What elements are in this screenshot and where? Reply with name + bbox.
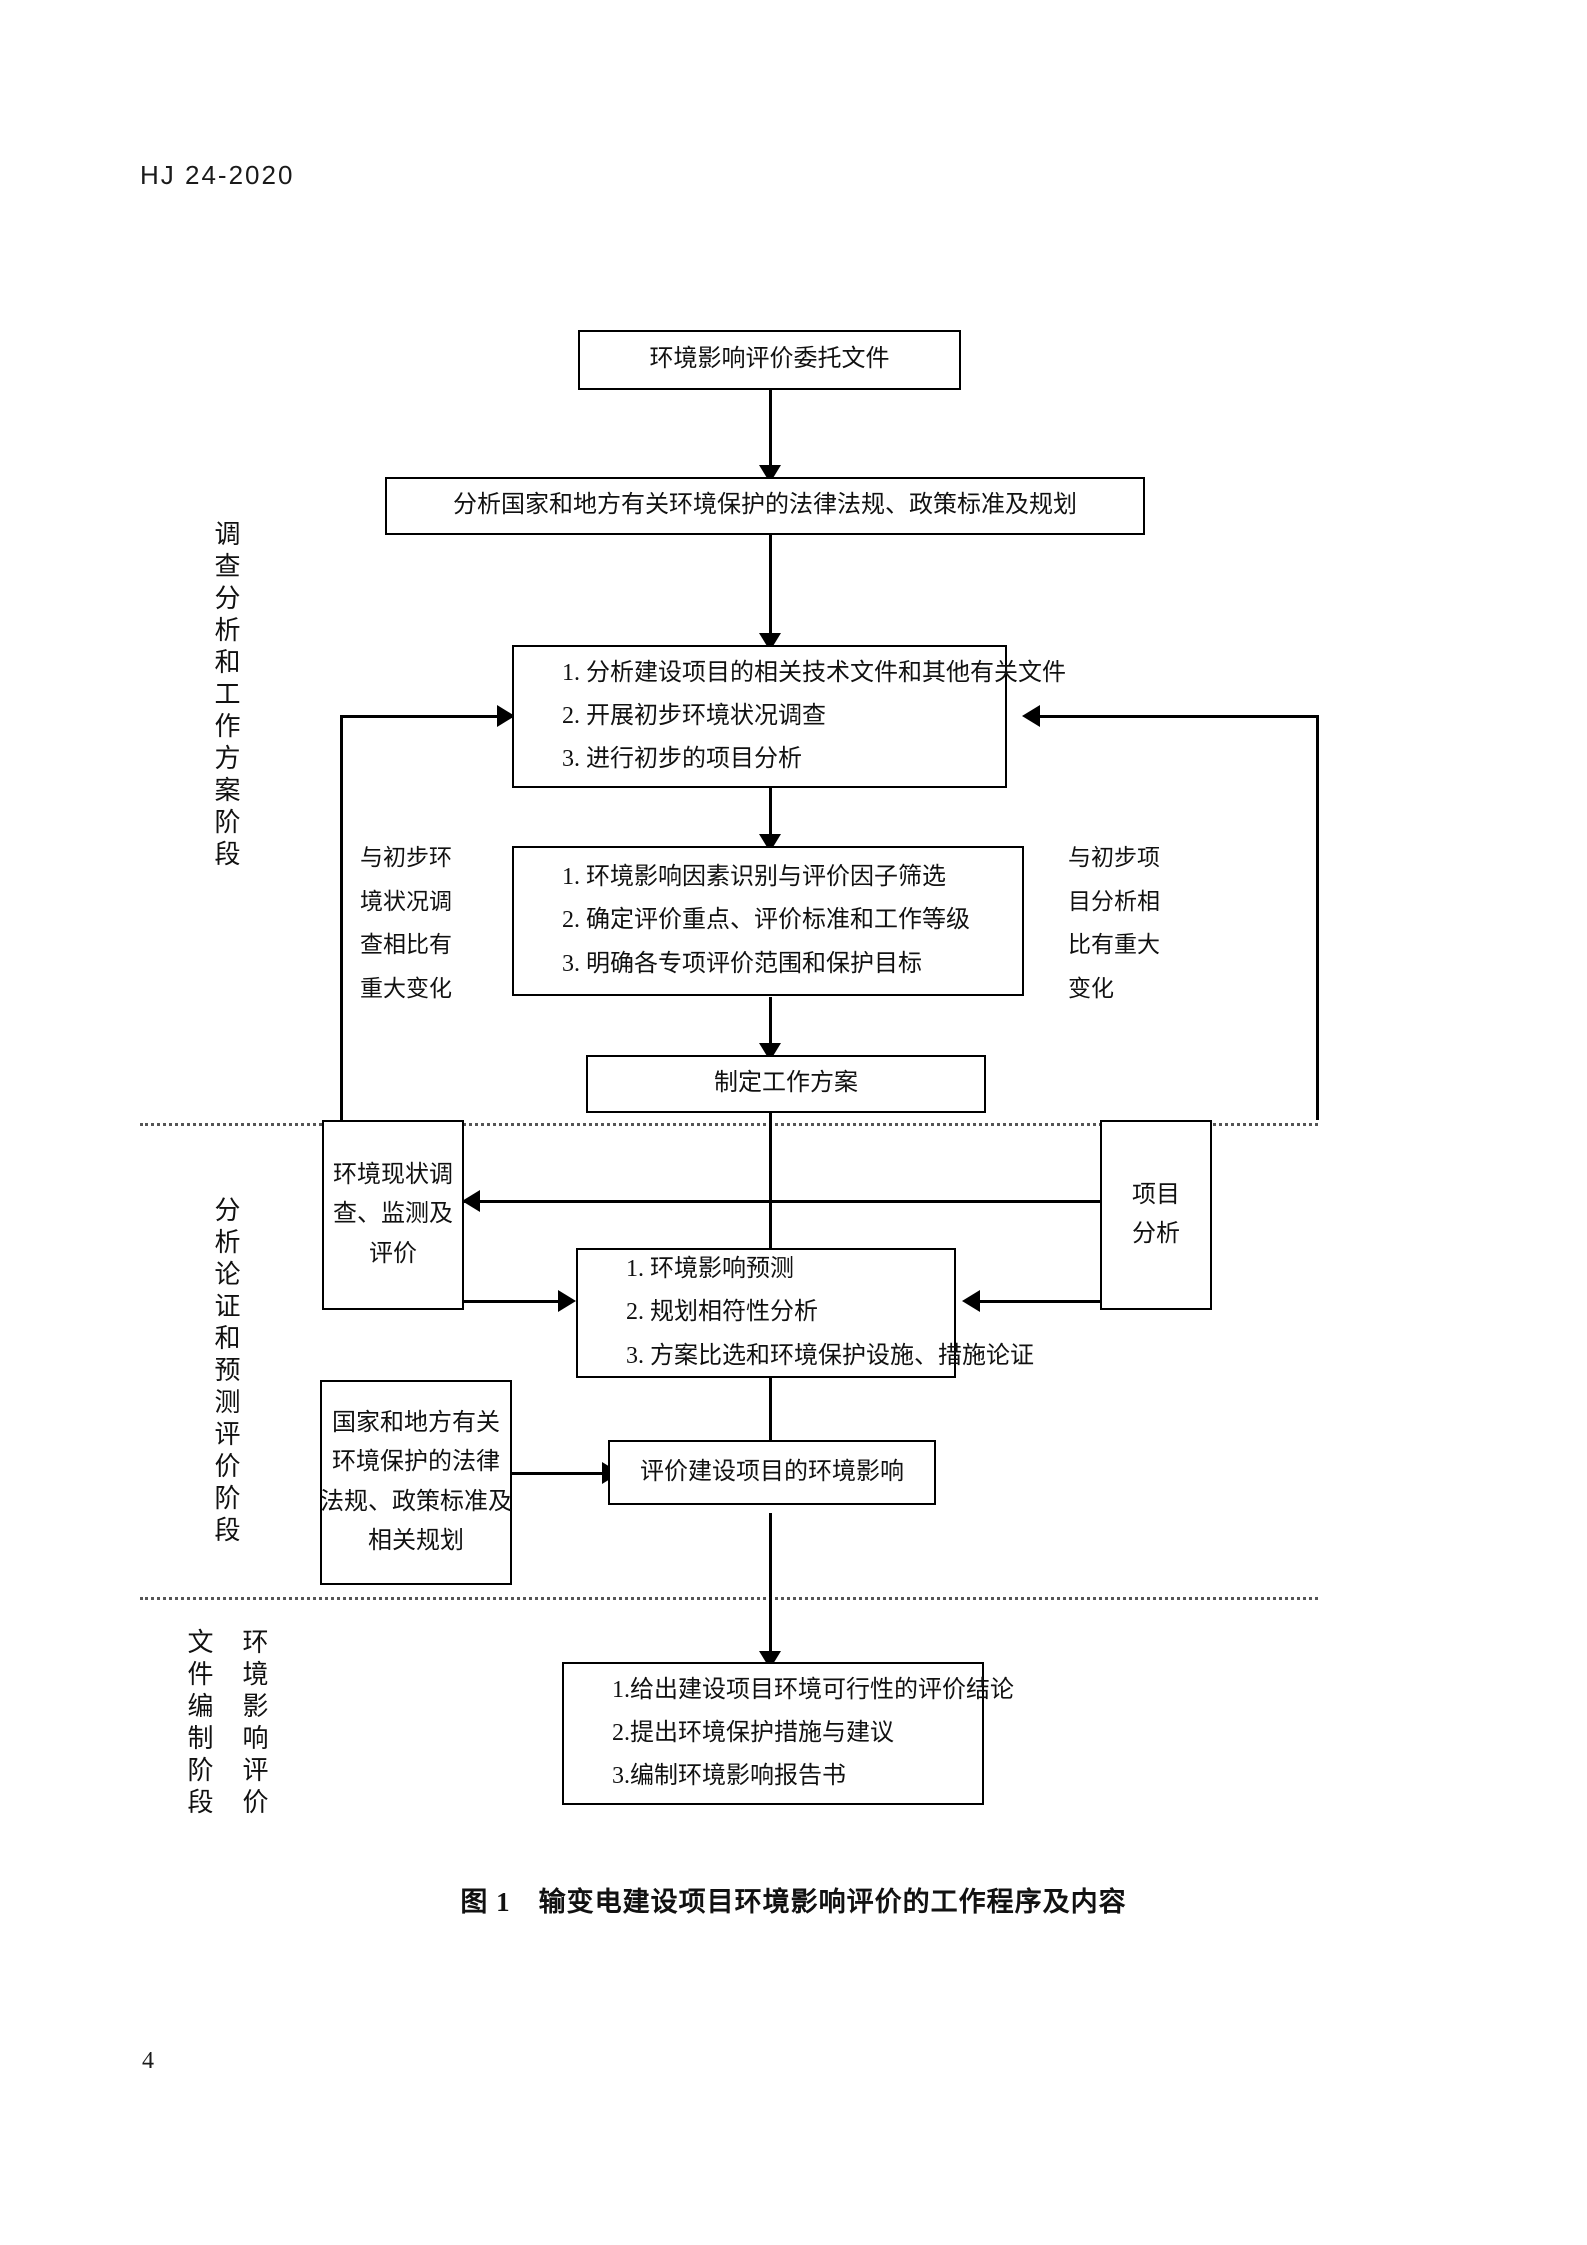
box-preliminary-line2: 2. 开展初步环境状况调查 (562, 702, 826, 729)
stage-divider-upper (140, 1123, 1318, 1126)
stage-label-eia: 环境影响评价 (239, 1628, 268, 1820)
box-factors-line1: 1. 环境影响因素识别与评价因子筛选 (562, 864, 946, 891)
box-laws[interactable]: 分析国家和地方有关环境保护的法律法规、政策标准及规划 (385, 477, 1145, 535)
box-conclusion-line2: 2.提出环境保护措施与建议 (612, 1719, 894, 1746)
box-survey[interactable]: 环境现状调 查、监测及 评价 (322, 1120, 464, 1310)
box-survey-line1: 环境现状调 (333, 1162, 453, 1189)
feedback-left-horizontal (340, 715, 515, 718)
box-factors[interactable]: 1. 环境影响因素识别与评价因子筛选 2. 确定评价重点、评价标准和工作等级 3… (512, 846, 1024, 996)
box-preliminary[interactable]: 1. 分析建设项目的相关技术文件和其他有关文件 2. 开展初步环境状况调查 3.… (512, 645, 1066, 788)
stage-label-document: 文件编制阶段 (184, 1628, 213, 1820)
connector-survey-prediction (462, 1300, 568, 1303)
box-workplan[interactable]: 制定工作方案 (586, 1055, 986, 1113)
box-survey-line3: 评价 (369, 1240, 417, 1267)
box-regulations-line4: 相关规划 (368, 1527, 464, 1554)
box-prediction-line1: 1. 环境影响预测 (626, 1256, 794, 1283)
box-evaluate[interactable]: 评价建设项目的环境影响 (608, 1440, 936, 1505)
box-prediction-line3: 3. 方案比选和环境保护设施、措施论证 (626, 1342, 1034, 1369)
box-preliminary-line3: 3. 进行初步的项目分析 (562, 746, 802, 773)
connector-laws-preliminary (769, 535, 772, 643)
connector-row-horizontal (462, 1200, 1102, 1203)
feedback-right-vertical (1316, 715, 1319, 1120)
box-commission-line1: 环境影响评价委托文件 (649, 346, 890, 373)
box-commission[interactable]: 环境影响评价委托文件 (578, 330, 961, 390)
connector-factors-workplan (769, 997, 772, 1053)
box-workplan-line1: 制定工作方案 (714, 1070, 858, 1097)
box-prediction[interactable]: 1. 环境影响预测 2. 规划相符性分析 3. 方案比选和环境保护设施、措施论证 (576, 1248, 1034, 1378)
sidenote-left: 与初步环境状况调查相比有重大变化 (360, 845, 452, 1002)
box-project-analysis-line2: 分析 (1132, 1221, 1180, 1247)
stage-label-investigation: 调查分析和工作方案阶段 (211, 520, 240, 872)
stage-label-analysis: 分析论证和预测评价阶段 (211, 1196, 240, 1548)
connector-preliminary-factors (769, 788, 772, 844)
box-regulations-line1: 国家和地方有关 (332, 1410, 500, 1437)
connector-commission-laws (769, 389, 772, 475)
box-conclusion-line3: 3.编制环境影响报告书 (612, 1763, 846, 1790)
arrowhead-feedback-left (497, 705, 515, 727)
connector-project-prediction (966, 1300, 1102, 1303)
box-factors-line2: 2. 确定评价重点、评价标准和工作等级 (562, 907, 970, 934)
box-survey-line2: 查、监测及 (333, 1201, 453, 1228)
connector-prediction-evaluate (769, 1373, 772, 1460)
arrowhead-prediction-right (962, 1290, 980, 1312)
box-prediction-line2: 2. 规划相符性分析 (626, 1299, 818, 1326)
page-number: 4 (142, 2048, 154, 2074)
box-project-analysis[interactable]: 项目 分析 (1100, 1120, 1212, 1310)
box-regulations-line3: 法规、政策标准及 (320, 1488, 512, 1515)
box-evaluate-line1: 评价建设项目的环境影响 (640, 1458, 904, 1485)
feedback-left-vertical (340, 715, 343, 1120)
connector-down-to-prediction (769, 1200, 772, 1252)
box-laws-line1: 分析国家和地方有关环境保护的法律法规、政策标准及规划 (453, 492, 1077, 519)
document-header: HJ 24-2020 (140, 160, 295, 190)
connector-workplan-down (769, 1113, 772, 1223)
figure-caption: 图 1 输变电建设项目环境影响评价的工作程序及内容 (460, 1887, 1127, 1917)
feedback-right-horizontal (1026, 715, 1319, 718)
arrowhead-prediction-left (558, 1290, 576, 1312)
connector-regulations-evaluate (512, 1472, 612, 1475)
stage-divider-lower (140, 1597, 1318, 1600)
box-conclusion[interactable]: 1.给出建设项目环境可行性的评价结论 2.提出环境保护措施与建议 3.编制环境影… (562, 1662, 1014, 1805)
box-regulations[interactable]: 国家和地方有关 环境保护的法律 法规、政策标准及 相关规划 (320, 1380, 512, 1585)
connector-evaluate-conclusion (769, 1513, 772, 1661)
arrowhead-survey-row (462, 1190, 480, 1212)
box-factors-line3: 3. 明确各专项评价范围和保护目标 (562, 950, 922, 977)
sidenote-right: 与初步项目分析相比有重大变化 (1068, 845, 1160, 1002)
box-preliminary-line1: 1. 分析建设项目的相关技术文件和其他有关文件 (562, 659, 1066, 686)
box-conclusion-line1: 1.给出建设项目环境可行性的评价结论 (612, 1676, 1014, 1703)
box-regulations-line2: 环境保护的法律 (332, 1449, 500, 1476)
arrowhead-feedback-right (1022, 705, 1040, 727)
box-project-analysis-line1: 项目 (1132, 1181, 1180, 1208)
